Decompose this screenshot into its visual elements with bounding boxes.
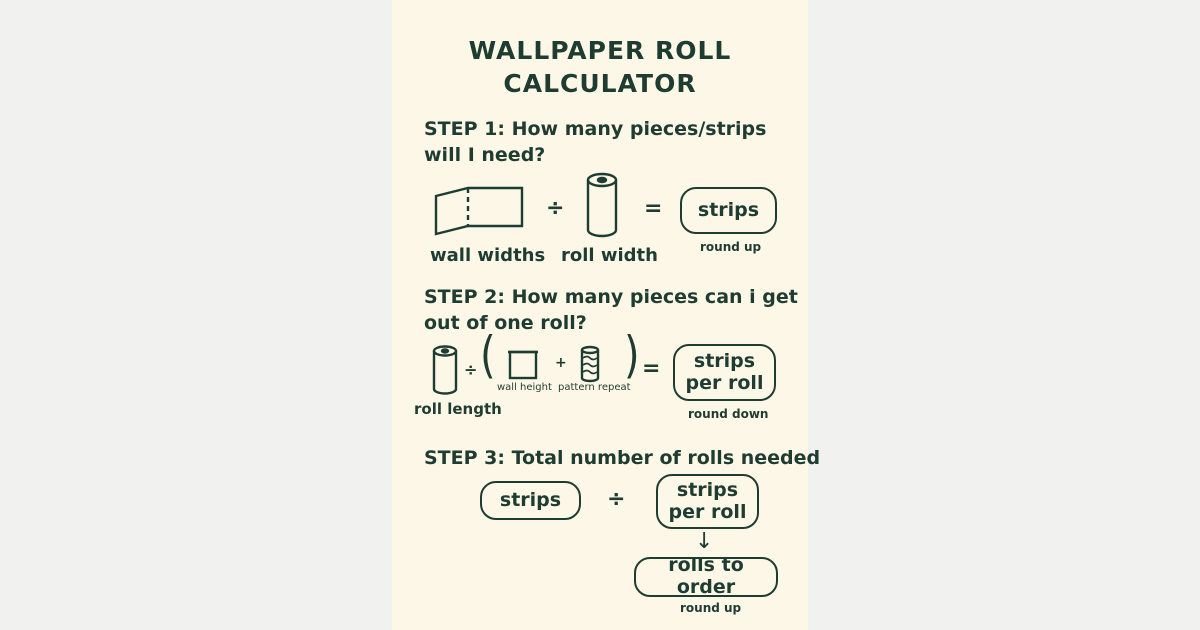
wall-height-label: wall height: [497, 382, 552, 393]
step3-strips-per-roll-line-1: strips: [676, 478, 739, 501]
close-parenthesis: ): [623, 326, 640, 384]
step3-strips-per-roll-line-2: per roll: [668, 500, 747, 523]
roll-length-label: roll length: [414, 400, 502, 418]
rolls-to-order-label: rolls to order: [668, 554, 744, 598]
step3-strips-label: strips: [499, 488, 562, 511]
step3-heading: STEP 3: Total number of rolls needed: [424, 447, 821, 469]
strips-per-roll-result-box: strips per roll: [673, 344, 776, 401]
pattern-repeat-label: pattern repeat: [558, 382, 631, 393]
roll-width-label: roll width: [561, 245, 658, 266]
plus-sign: +: [555, 355, 567, 371]
step3-divide-sign: ÷: [607, 487, 626, 512]
wall-height-icon: [508, 350, 538, 380]
step1-equals-sign: =: [644, 196, 663, 221]
step3-strips-per-roll-box: strips per roll: [656, 474, 759, 529]
step2-heading-line-2: out of one roll?: [424, 312, 587, 334]
step1-heading-line-1: STEP 1: How many pieces/strips: [424, 118, 767, 140]
step1-heading-line-2: will I need?: [424, 144, 546, 166]
wall-icon: [434, 186, 524, 236]
wallpaper-roll-icon: [586, 172, 618, 238]
step1-divide-sign: ÷: [546, 196, 565, 221]
wall-widths-label: wall widths: [430, 245, 546, 266]
step3-round-up-note: round up: [680, 601, 742, 615]
open-parenthesis: (: [479, 326, 496, 384]
down-arrow-icon: ↓: [695, 529, 714, 554]
pattern-repeat-icon: [580, 345, 600, 383]
step2-divide-sign: ÷: [464, 360, 478, 379]
roll-length-icon: [432, 345, 458, 395]
step1-round-up-note: round up: [700, 240, 762, 254]
page-title-line-2: CALCULATOR: [503, 69, 697, 98]
strips-per-roll-line-1: strips: [693, 349, 756, 372]
calculator-card: WALLPAPER ROLL CALCULATOR STEP 1: How ma…: [392, 0, 820, 630]
page-title-line-1: WALLPAPER ROLL: [468, 36, 732, 65]
strips-result-label: strips: [697, 198, 760, 221]
step2-heading-line-1: STEP 2: How many pieces can i get: [424, 286, 798, 308]
rolls-to-order-box: rolls to order: [634, 554, 778, 598]
strips-per-roll-line-2: per roll: [685, 371, 764, 394]
step2-round-down-note: round down: [688, 407, 769, 421]
step3-strips-box: strips: [480, 481, 581, 520]
step2-equals-sign: =: [642, 356, 661, 381]
strips-result-box: strips: [680, 187, 777, 234]
